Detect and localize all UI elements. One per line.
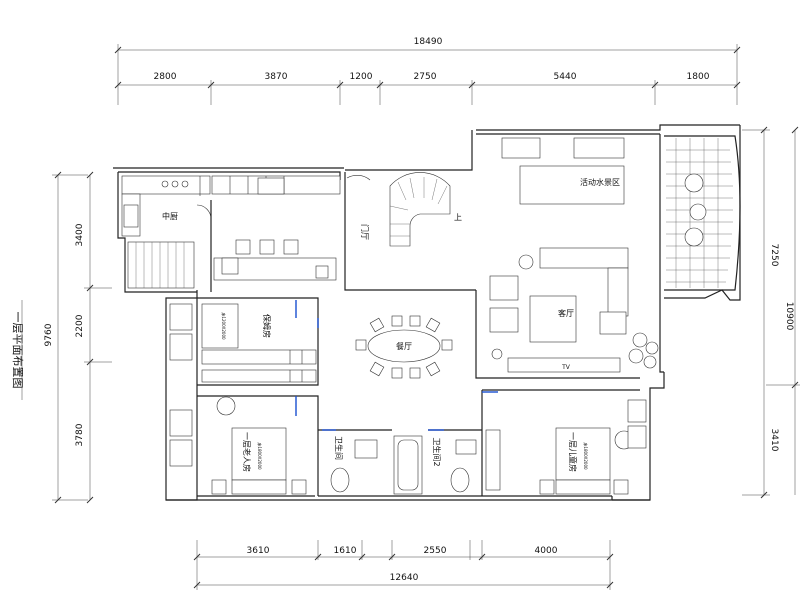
top-dimension-3: 1200	[350, 72, 373, 82]
left-dimension-1: 3400	[75, 223, 85, 246]
top-dimension-1: 2800	[154, 72, 177, 82]
top-dimension-2: 3870	[265, 72, 288, 82]
bottom-total-dimension: 12640	[390, 573, 419, 583]
right-dimension-2: 3410	[769, 429, 779, 452]
bottom-dimension-1: 3610	[247, 546, 270, 556]
kitchen-area	[121, 175, 341, 292]
right-total-dimension: 10900	[784, 302, 794, 331]
child-bedroom	[481, 389, 640, 496]
stair-up-label: 上	[454, 213, 462, 222]
bottom-dimension-3: 2550	[424, 546, 447, 556]
room-label-nanny: 保姆房	[262, 314, 272, 338]
room-label-water-feature: 活动水景区	[580, 177, 620, 187]
room-label-kitchen: 中厨	[162, 211, 178, 221]
nanny-bed-label: 床1200X2000	[221, 312, 227, 340]
bathroom-1	[318, 429, 392, 493]
room-label-child-bedroom: 一层儿童房	[568, 432, 578, 472]
balcony-deck	[664, 135, 741, 291]
right-dimension-lines	[742, 126, 800, 499]
top-dimension-lines	[114, 44, 741, 105]
bottom-dimension-4: 4000	[535, 546, 558, 556]
room-label-living: 客厅	[558, 308, 574, 318]
plant-cluster	[628, 332, 659, 369]
left-wall-cabinets	[169, 303, 193, 467]
elder-bed-label: 床1800X2000	[257, 442, 263, 470]
entry-door-swing	[346, 174, 371, 181]
water-feature-area	[501, 137, 625, 205]
elder-bedroom	[197, 395, 319, 496]
overall-width-dimension: 18490	[414, 37, 443, 47]
left-dimension-2: 2200	[75, 314, 85, 337]
nanny-room	[197, 297, 319, 386]
spiral-staircase	[389, 172, 451, 247]
right-wall-cabinets	[627, 399, 647, 449]
tv-label: TV	[561, 364, 571, 371]
left-dimension-lines	[52, 171, 112, 504]
exterior-walls	[113, 124, 741, 501]
drawing-title: 一层平面布置图	[11, 312, 24, 389]
room-label-foyer: 门厅	[360, 224, 370, 240]
top-dimension-4: 2750	[414, 72, 437, 82]
back-stair	[127, 241, 195, 289]
room-label-elder-bedroom: 一层老人房	[242, 432, 252, 472]
left-dimension-3: 3780	[75, 423, 85, 446]
living-room-furniture	[489, 247, 659, 373]
bottom-dimension-2: 1610	[334, 546, 357, 556]
dining-set	[355, 315, 453, 379]
top-dimension-6: 1800	[687, 72, 710, 82]
left-total-dimension: 9760	[44, 323, 54, 346]
right-dimension-1: 7250	[769, 244, 779, 267]
bottom-dimension-lines	[193, 540, 614, 590]
room-label-bath-1: 卫生间	[334, 436, 344, 460]
bathroom-2	[428, 429, 501, 493]
top-dimension-5: 5440	[554, 72, 577, 82]
child-bed-label: 床1800X2000	[583, 442, 589, 470]
bathtub-area	[393, 435, 423, 495]
room-label-dining: 餐厅	[396, 342, 412, 351]
room-label-bath-2: 卫生间2	[432, 437, 442, 466]
